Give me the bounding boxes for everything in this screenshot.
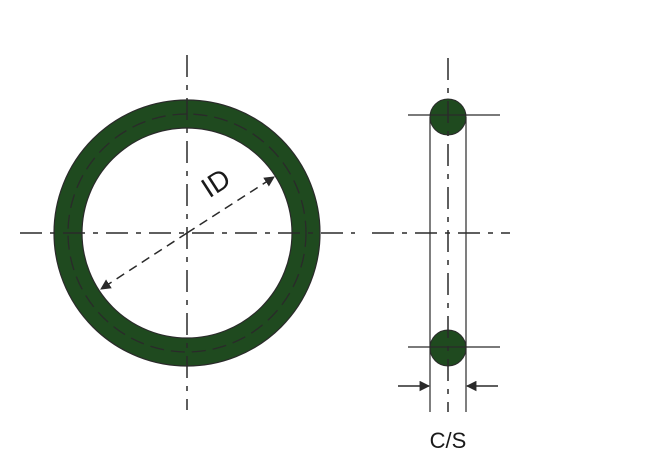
id-dimension-arrow (186, 176, 275, 234)
id-dimension-arrow-lower (100, 232, 188, 290)
cs-label: C/S (430, 428, 467, 453)
ring-centerline-circle (67, 113, 307, 353)
